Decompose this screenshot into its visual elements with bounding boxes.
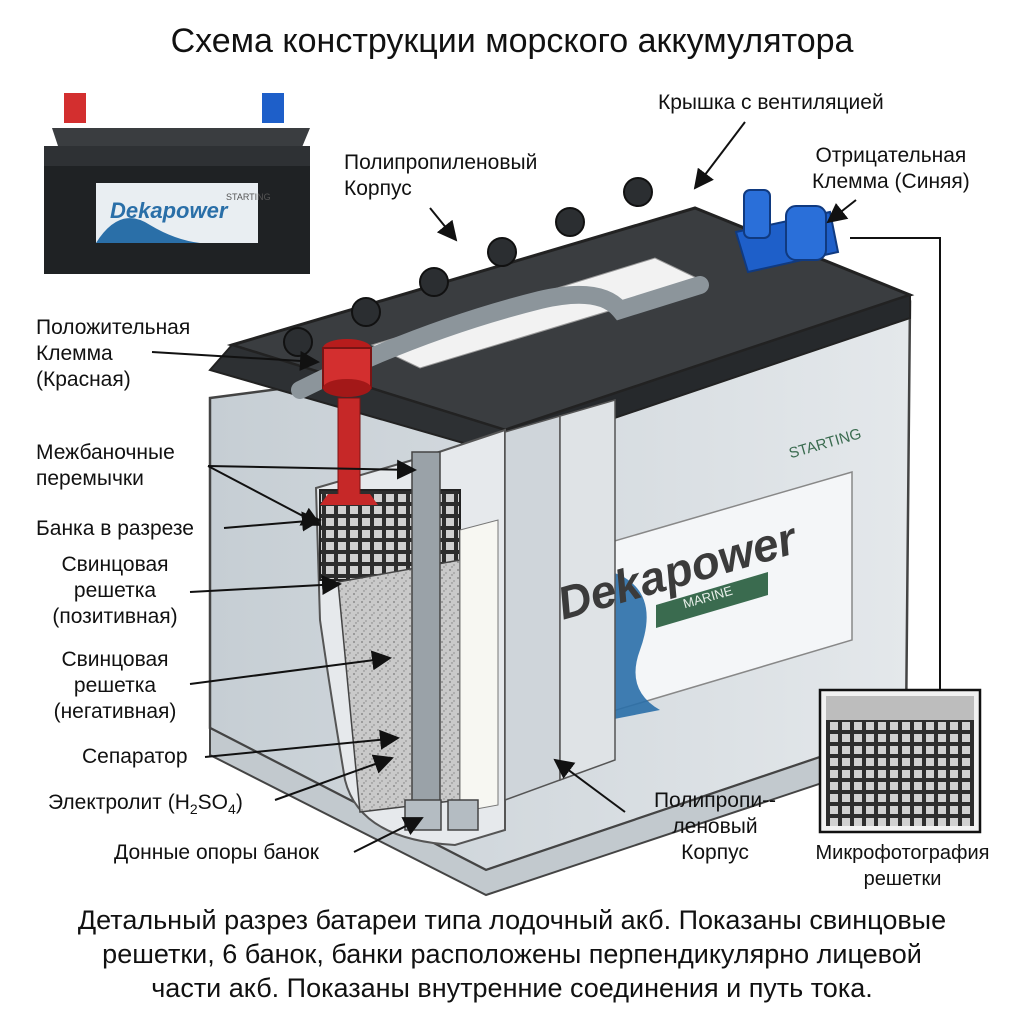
thumbnail-starting: STARTING [226,192,271,202]
thumbnail-battery [44,93,310,274]
label-inter-cell: Межбаночные перемычки [36,441,175,490]
label-housing-bottom: Полипропи-- леновый Корпус [653,789,777,864]
label-electrolyte: Электролит (H2SO4) [48,791,243,818]
positive-terminal [322,339,372,397]
leader-lines [151,121,941,853]
figure-caption: Детальный разрез батареи типа лодочный а… [77,905,947,1003]
label-vent-lid: Крышка с вентиляцией [658,91,884,114]
thumbnail-brand: Dekapower [110,198,228,223]
page-title: Схема конструкции морского аккумулятора [170,22,854,60]
label-micro-grid: Микрофотография решетки [815,842,990,890]
label-negative-terminal: Отрицательная Клемма (Синяя) [812,144,970,193]
label-bottom-supports: Донные опоры банок [114,841,319,864]
bottom-supports [404,799,479,831]
label-separator: Сепаратор [82,745,188,768]
negative-terminal [734,189,840,274]
label-cell-section: Банка в разрезе [36,517,194,540]
vent-caps [283,177,653,357]
micro-grid-inset [818,688,982,834]
label-housing-top: Полипропиленовый Корпус [344,151,538,200]
label-grid-negative: Свинцовая решетка (негативная) [53,648,177,723]
label-positive-terminal: Положительная Клемма (Красная) [36,316,191,391]
label-grid-positive: Свинцовая решетка (позитивная) [52,553,178,628]
